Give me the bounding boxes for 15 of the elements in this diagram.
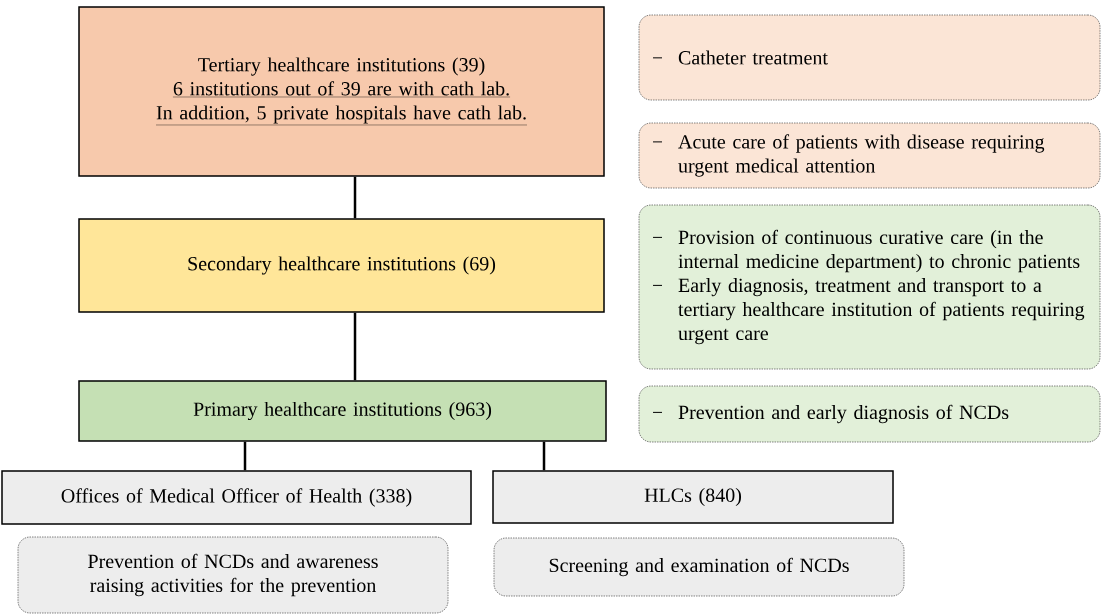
note-box: Screening and examination of NCDs [493, 537, 905, 597]
note-box: Prevention and early diagnosis of NCDs [638, 385, 1101, 443]
note-box: Catheter treatment [638, 14, 1101, 101]
note-box: Acute care of patients with disease requiring urgent medical attention [638, 122, 1101, 189]
institution-box: Primary healthcare institutions (963) [78, 380, 607, 442]
connector-line [353, 312, 357, 381]
institution-box: Secondary healthcare institutions (69) [78, 218, 605, 313]
note-box: Provision of continuous curative care (in the internal medicine department) to chronic patients Early diagnosis, treatment and transport to a tertiary healthcare institution of patients requiring urgent care [638, 204, 1101, 370]
note-box: Prevention of NCDs and awareness raising activities for the prevention [17, 536, 449, 614]
connector-line [353, 176, 357, 219]
institution-box: HLCs (840) [492, 470, 894, 524]
connector-line [243, 441, 247, 471]
institution-box: Offices of Medical Officer of Health (338) [1, 470, 472, 525]
connector-line [542, 441, 546, 471]
institution-box: Tertiary healthcare institutions (39) 6 institutions out of 39 are with cath lab. In addition, 5 private hospitals have cath lab. [78, 6, 605, 177]
